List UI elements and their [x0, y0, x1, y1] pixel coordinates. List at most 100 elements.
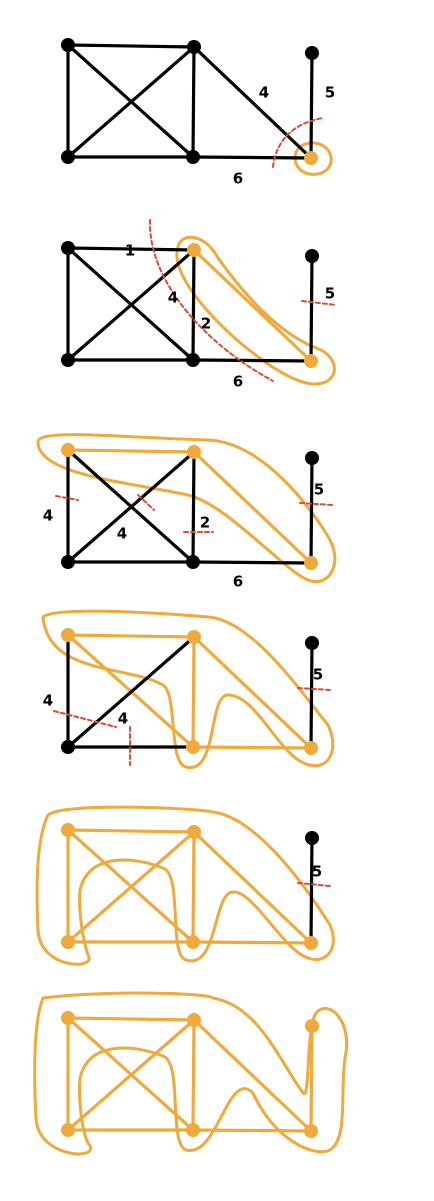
edge-B-D: [191, 248, 196, 362]
edge-weight-label-B-C: 4: [168, 289, 178, 307]
tree-enclosure-loop-4-1: [41, 609, 335, 769]
edge-B-F: [192, 248, 313, 363]
edge-B-C: [66, 830, 196, 944]
node-E: [305, 1019, 319, 1033]
edge-B-D: [191, 45, 196, 159]
edge-weight-label-D-F: 6: [233, 373, 243, 391]
node-B: [187, 825, 201, 839]
tree-enclosure-loop-5-1: [35, 805, 335, 966]
cut-mark-2-2: [301, 300, 337, 306]
node-D: [186, 353, 200, 367]
edge-E-F: [309, 641, 314, 750]
node-E: [305, 451, 319, 465]
edge-B-C: [66, 248, 196, 362]
edge-weight-label-B-D: 2: [201, 315, 211, 333]
node-A: [61, 241, 75, 255]
edge-B-C: [66, 450, 196, 564]
node-C: [61, 740, 75, 754]
node-C: [61, 353, 75, 367]
edge-weight-label-A-C: 4: [43, 507, 53, 525]
edge-weight-label-E-F: 5: [325, 285, 335, 303]
node-E: [305, 831, 319, 845]
node-A: [61, 1011, 75, 1025]
edge-B-C: [66, 635, 196, 749]
edge-E-F: [309, 456, 314, 565]
node-A: [61, 823, 75, 837]
edge-weight-label-E-F: 5: [325, 84, 335, 102]
edge-E-F: [309, 51, 314, 160]
node-A: [61, 38, 75, 52]
node-E: [305, 249, 319, 263]
node-F: [304, 741, 318, 755]
edge-B-D: [191, 830, 196, 944]
tree-enclosure-loop-2-1: [175, 235, 336, 386]
edge-weight-label-E-F: 5: [312, 863, 322, 881]
node-F: [304, 936, 318, 950]
node-D: [186, 150, 200, 164]
edge-B-F: [192, 1018, 313, 1133]
node-F: [304, 151, 318, 165]
edge-B-F: [192, 635, 313, 750]
edge-A-B: [66, 448, 196, 454]
edge-weight-label-D-F: 6: [233, 170, 243, 188]
edge-A-B: [66, 246, 196, 252]
edge-D-F: [191, 155, 313, 160]
edge-weight-label-E-F: 5: [314, 481, 324, 499]
node-E: [305, 46, 319, 60]
node-F: [304, 354, 318, 368]
node-A: [61, 443, 75, 457]
node-D: [186, 740, 200, 754]
edge-weight-label-A-C: 4: [43, 692, 53, 710]
cut-mark-4-3: [297, 687, 332, 691]
node-C: [61, 935, 75, 949]
node-D: [186, 555, 200, 569]
cut-mark-2-1: [148, 219, 274, 382]
edge-A-B: [66, 43, 196, 49]
node-D: [186, 935, 200, 949]
edge-B-D: [191, 1018, 196, 1132]
edge-weight-label-B-F: 4: [259, 84, 269, 102]
edge-B-C: [66, 45, 196, 159]
edge-D-F: [191, 358, 313, 363]
edge-D-F: [191, 1128, 313, 1133]
cut-mark-4-1: [53, 710, 117, 728]
cut-mark-3-2: [137, 494, 155, 511]
edge-weight-label-E-F: 5: [313, 666, 323, 684]
cut-mark-3-1: [55, 495, 79, 501]
node-F: [304, 1124, 318, 1138]
node-C: [61, 1123, 75, 1137]
edge-weight-label-A-D: 4: [117, 525, 127, 543]
edge-D-F: [191, 560, 313, 565]
edge-A-B: [66, 828, 196, 834]
node-B: [187, 445, 201, 459]
edge-A-B: [66, 1016, 196, 1022]
cut-mark-5-1: [297, 882, 331, 887]
node-C: [61, 150, 75, 164]
edge-E-F: [309, 836, 314, 945]
step-panel-6: [33, 991, 349, 1156]
edge-weight-label-D-F: 6: [233, 573, 243, 591]
edge-B-F: [192, 830, 313, 945]
tree-enclosure-loop-6-1: [33, 991, 349, 1156]
edge-weight-label-A-B: 1: [125, 242, 135, 260]
edge-E-F: [309, 1024, 314, 1133]
edge-weight-label-B-C: 4: [118, 710, 128, 728]
edge-B-D: [191, 635, 196, 749]
cut-mark-3-4: [299, 502, 333, 506]
node-F: [304, 556, 318, 570]
node-B: [187, 630, 201, 644]
edge-A-B: [66, 633, 196, 639]
edge-B-D: [191, 450, 196, 564]
step-panel-4: 4 4 5: [41, 609, 335, 769]
node-C: [61, 555, 75, 569]
node-B: [187, 243, 201, 257]
edge-B-F: [192, 450, 313, 565]
edge-B-F: [192, 45, 313, 160]
tree-enclosure-loop-1-1: [293, 141, 333, 176]
edge-D-F: [191, 940, 313, 945]
step-panel-5: 5: [35, 805, 335, 966]
node-E: [305, 636, 319, 650]
